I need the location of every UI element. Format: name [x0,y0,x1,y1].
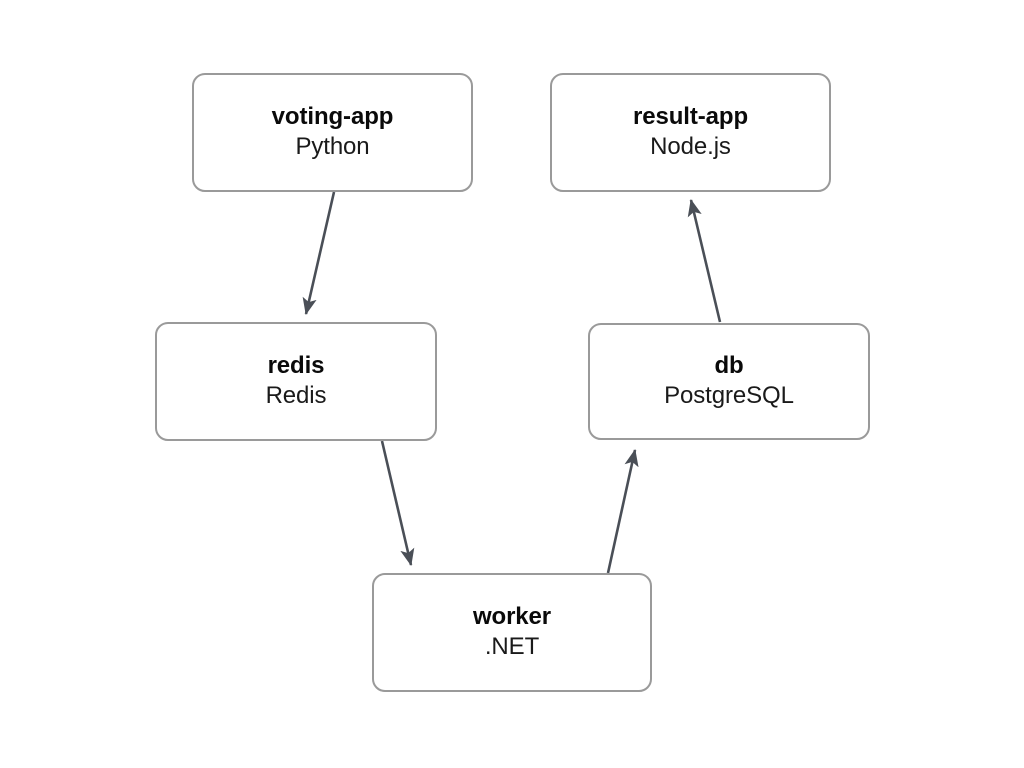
node-title: result-app [632,102,749,130]
node-title: worker [472,602,552,630]
node-title: db [714,351,744,379]
node-worker[interactable]: worker .NET [372,573,652,692]
node-result-app[interactable]: result-app Node.js [550,73,831,192]
node-redis[interactable]: redis Redis [155,322,437,441]
node-subtitle: .NET [484,633,540,661]
edge-voting-app-to-redis [302,191,336,316]
node-db[interactable]: db PostgreSQL [588,323,870,440]
edge-redis-to-worker [380,440,415,567]
node-title: voting-app [271,102,394,130]
edge-worker-to-db [606,448,639,574]
node-subtitle: Python [295,133,370,161]
node-subtitle: Node.js [650,133,731,161]
node-subtitle: Redis [265,382,327,410]
node-subtitle: PostgreSQL [664,382,794,410]
edge-db-to-result-app [687,198,722,323]
node-title: redis [267,351,325,379]
node-voting-app[interactable]: voting-app Python [192,73,473,192]
